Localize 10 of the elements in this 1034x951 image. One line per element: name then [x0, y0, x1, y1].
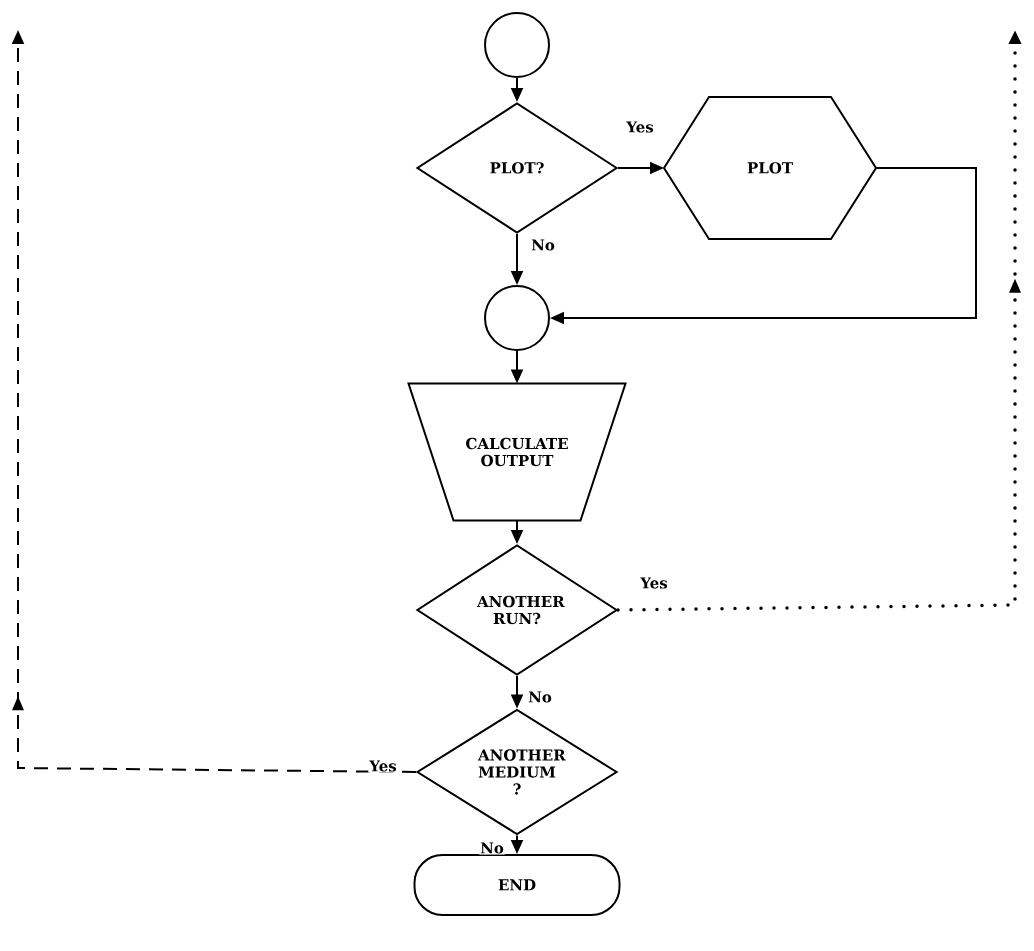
terminal-box: END — [413, 854, 621, 916]
connector-circle — [484, 285, 550, 351]
edge-label: Yes — [368, 759, 398, 773]
edge-label: Yes — [639, 576, 669, 590]
edge-label: No — [530, 238, 556, 252]
edge-label: Yes — [625, 120, 655, 134]
process-trapezoid: CALCULATE OUTPUT — [407, 382, 627, 522]
edge-label: No — [527, 690, 553, 704]
connector-circle — [484, 12, 550, 78]
edge-label: No — [479, 841, 505, 855]
